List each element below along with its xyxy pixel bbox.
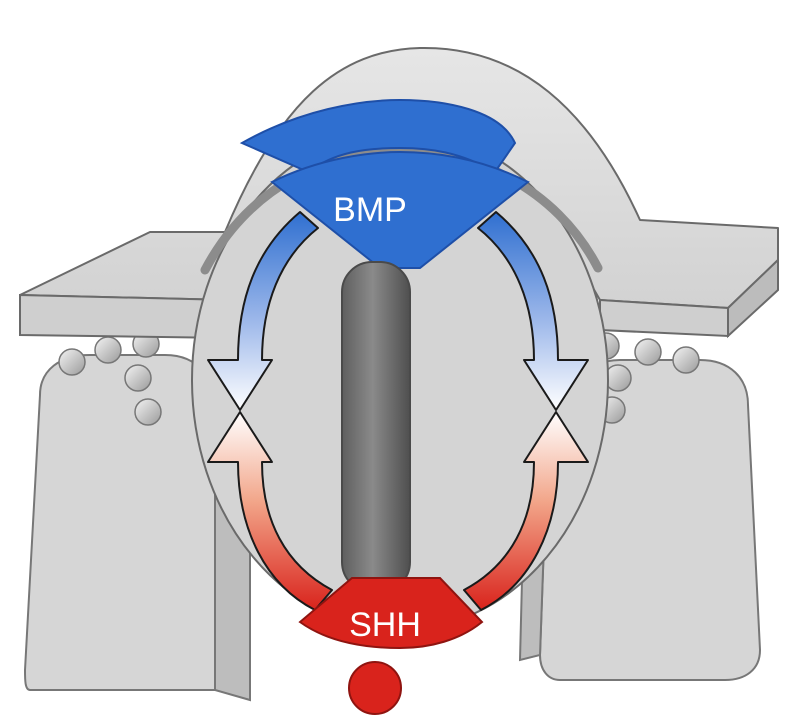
left-shh-arrow [207,411,333,611]
shh-floor-plate [298,577,484,715]
bmp-label: BMP [333,191,407,229]
notochord [348,661,402,715]
shh-label: SHH [349,606,421,644]
bmp-roof-plate [239,98,530,269]
right-signal-arrows [463,211,589,611]
right-shh-arrow [463,411,589,611]
right-bmp-arrow [477,211,589,411]
left-bmp-arrow [207,211,319,411]
central-lumen [341,261,411,593]
left-signal-arrows [207,211,333,611]
ectoderm-sheet [19,46,779,340]
